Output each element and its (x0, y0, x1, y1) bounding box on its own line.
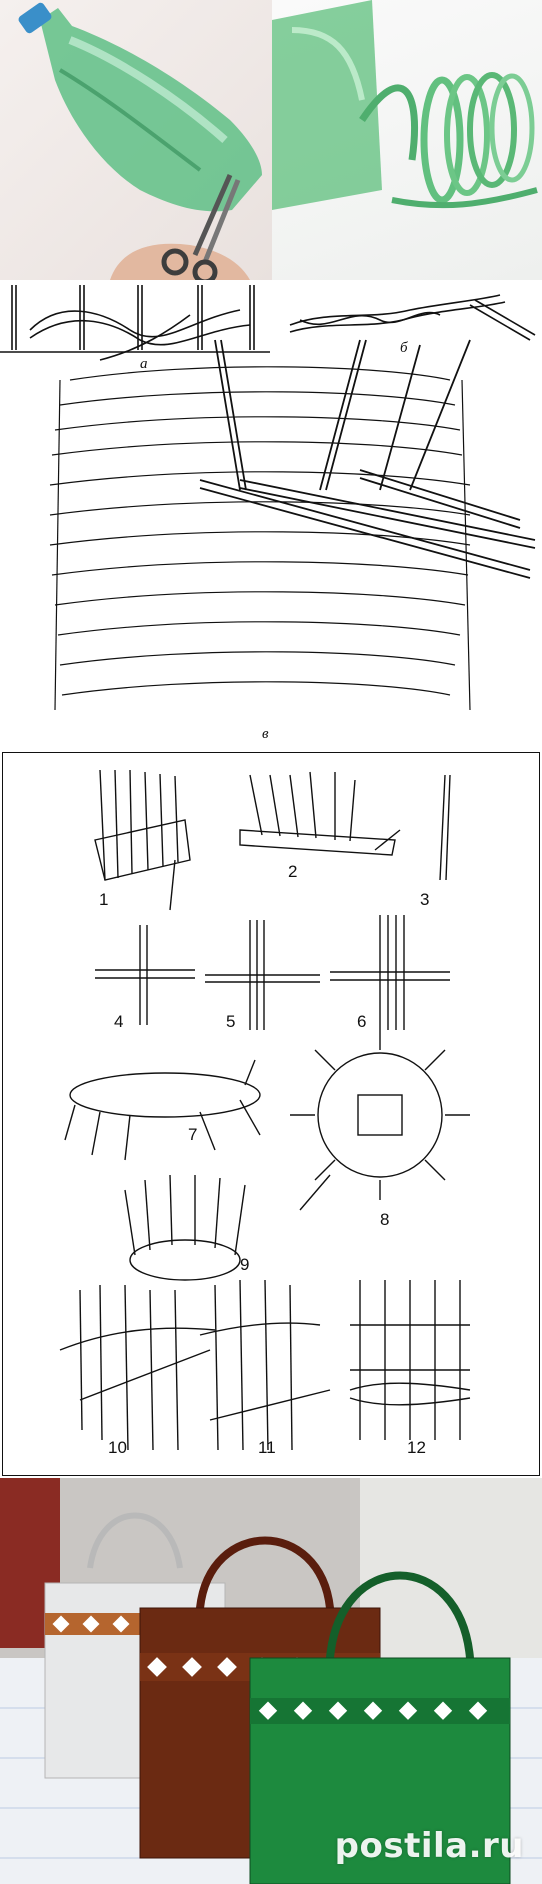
step-label: 5 (226, 1012, 236, 1031)
watermark: postila.ru (334, 1826, 524, 1866)
bottle-cutting-illustration (18, 2, 262, 280)
bottle-icon (18, 2, 262, 212)
weaving-lines (0, 285, 536, 711)
diagram-frame (2, 752, 540, 1476)
step-label: 12 (407, 1438, 426, 1457)
step-label: 9 (240, 1255, 250, 1274)
step-label: 11 (258, 1438, 276, 1457)
step-label: 3 (420, 890, 430, 909)
label-a: а (140, 356, 148, 372)
bottle-strip-illustration (272, 0, 538, 210)
step-label: 7 (188, 1125, 198, 1144)
step-label: 2 (288, 862, 298, 881)
photo-cutting-bottle (0, 0, 272, 280)
step-label: 10 (108, 1438, 127, 1457)
step-label: 4 (114, 1012, 124, 1031)
label-b: б (400, 340, 408, 356)
photo-finished-baskets: postila.ru (0, 1478, 542, 1884)
weaving-steps-diagram: 1 2 3 4 5 6 7 8 9 10 11 12 (0, 750, 542, 1478)
baskets-illustration (0, 1478, 542, 1884)
step-label: 6 (357, 1012, 367, 1031)
step-label: 1 (99, 890, 109, 909)
step-label: 8 (380, 1210, 390, 1229)
photo-bottle-strip (272, 0, 542, 280)
label-v: в (262, 726, 269, 742)
scissors-icon (161, 173, 241, 280)
weaving-steps-lines (59, 769, 471, 1451)
green-basket (249, 1571, 511, 1884)
weaving-diagram-abv: а б в (0, 280, 542, 750)
